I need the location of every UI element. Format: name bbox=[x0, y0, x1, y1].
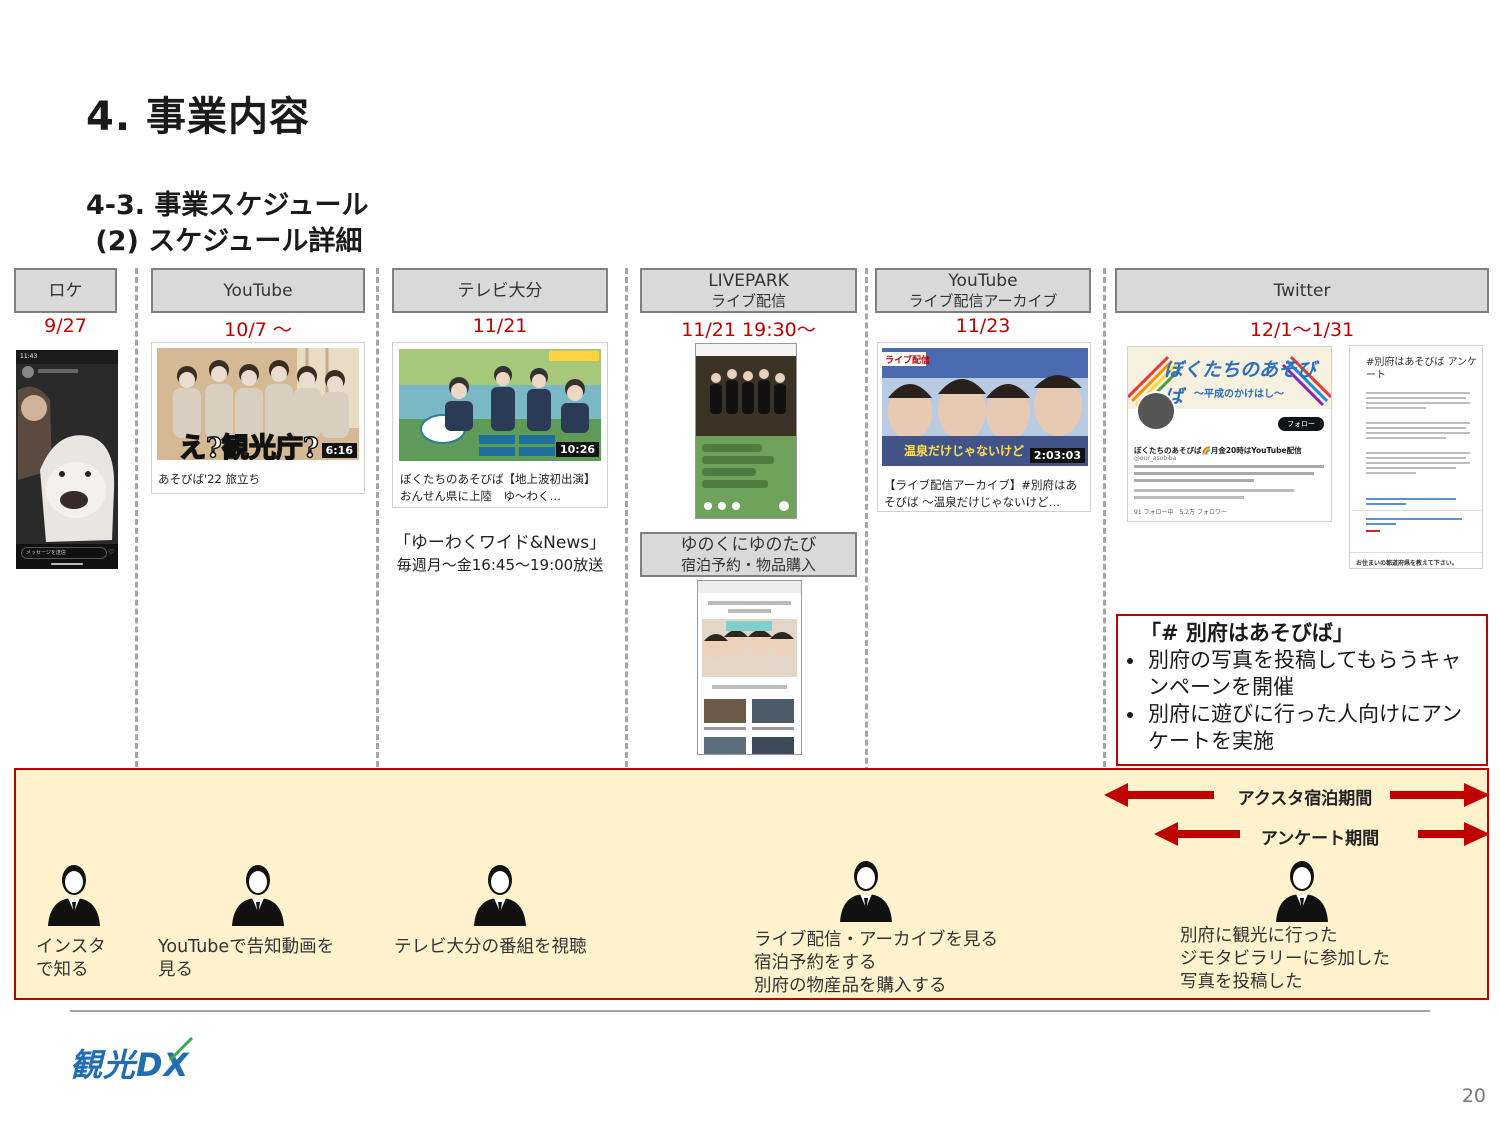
survey-period-label: アンケート期間 bbox=[1240, 824, 1400, 849]
column-header-youtube: YouTube bbox=[151, 268, 365, 313]
person-icon bbox=[46, 860, 102, 926]
survey-question: お住まいの都道府県を教えて下さい。 bbox=[1356, 558, 1481, 567]
survey-form-screenshot: #別府はあそびば アンケート お住まいの都道府県を教えて下さい。 bbox=[1349, 345, 1483, 569]
journey-step-visit: 別府に観光に行った ジモタビラリーに参加した 写真を投稿した bbox=[1180, 925, 1390, 994]
column-header-label: テレビ大分 bbox=[394, 281, 606, 301]
callout-title: 「# 別府はあそびば」 bbox=[1128, 620, 1476, 647]
column-header-label: YouTube bbox=[153, 281, 363, 301]
column-date: 10/7 ～ bbox=[151, 315, 365, 342]
callout-item: 別府に遊びに行った人向けにアンケートを実施 bbox=[1146, 701, 1476, 755]
person-icon bbox=[472, 860, 528, 926]
column-header-label: Twitter bbox=[1117, 281, 1487, 301]
program-note: 「ゆーわくワイド&News」 毎週月～金16:45～19:00放送 bbox=[380, 532, 620, 576]
tv-video-card: 10:26 ぼくたちのあそびば【地上波初出演】おんせん県に上陸 ゆ〜わく… bbox=[392, 342, 608, 508]
video-caption: 【ライブ配信アーカイブ】#別府はあそびば 〜温泉だけじゃないけど… bbox=[884, 477, 1084, 511]
column-header-label: LIVEPARK bbox=[642, 271, 855, 291]
video-duration: 6:16 bbox=[322, 443, 357, 458]
archive-video-card: ライブ配信 温泉だけじゃないけど 2:03:03 【ライブ配信アーカイブ】#別府… bbox=[877, 342, 1091, 512]
column-header-livepark: LIVEPARK ライブ配信 bbox=[640, 268, 857, 313]
column-date: 9/27 bbox=[14, 315, 117, 337]
column-date: 11/21 19:30～ bbox=[640, 315, 857, 342]
survey-title: #別府はあそびば アンケート bbox=[1366, 356, 1478, 382]
booking-site-screenshot bbox=[697, 580, 802, 755]
thumbnail-overlay-text: え?観光庁? bbox=[179, 426, 319, 460]
person-icon bbox=[230, 860, 286, 926]
survey-body-lines bbox=[1352, 386, 1482, 556]
page-title: 4. 事業内容 bbox=[86, 84, 310, 142]
column-header-label: YouTube bbox=[877, 271, 1089, 291]
avatar bbox=[1136, 391, 1176, 431]
subtitle-line-2: (2) スケジュール詳細 bbox=[86, 224, 369, 260]
heart-icon: ♡ bbox=[108, 548, 114, 556]
livepark-screenshot bbox=[695, 343, 797, 519]
journey-step-instagram: インスタ で知る bbox=[36, 936, 106, 982]
stay-period-label: アクスタ宿泊期間 bbox=[1210, 784, 1400, 809]
program-time: 毎週月～金16:45～19:00放送 bbox=[380, 554, 620, 576]
banner-subtitle: 〜平成のかけはし〜 bbox=[1194, 385, 1284, 400]
video-thumbnail: え?観光庁? 6:16 bbox=[157, 348, 359, 460]
survey-divider bbox=[1350, 552, 1482, 553]
callout-list: 別府の写真を投稿してもらうキャンペーンを開催 別府に遊びに行った人向けにアンケー… bbox=[1128, 647, 1476, 755]
video-caption: ぼくたちのあそびば【地上波初出演】おんせん県に上陸 ゆ〜わく… bbox=[400, 471, 600, 505]
journey-step-youtube: YouTubeで告知動画を 見る bbox=[158, 936, 334, 982]
column-date: 11/21 bbox=[392, 315, 608, 337]
column-header-location: ロケ bbox=[14, 268, 117, 313]
column-header-sublabel: ライブ配信アーカイブ bbox=[877, 291, 1089, 311]
video-thumbnail: 10:26 bbox=[399, 349, 601, 461]
kanko-dx-logo: 観光DX bbox=[70, 1040, 189, 1086]
profile-bio-lines bbox=[1134, 465, 1329, 505]
journey-step-tv: テレビ大分の番組を視聴 bbox=[394, 936, 587, 959]
footer-rule bbox=[70, 1010, 1430, 1012]
home-indicator bbox=[51, 563, 83, 565]
column-header-sublabel: 宿泊予約・物品購入 bbox=[642, 555, 855, 575]
journey-step-live: ライブ配信・アーカイブを見る 宿泊予約をする 別府の物産品を購入する bbox=[754, 929, 998, 998]
callout-item: 別府の写真を投稿してもらうキャンペーンを開催 bbox=[1146, 647, 1476, 701]
column-date: 12/1～1/31 bbox=[1115, 315, 1489, 342]
page-number: 20 bbox=[1440, 1085, 1486, 1107]
video-caption: あそびば'22 旅立ち bbox=[158, 471, 358, 488]
person-icon bbox=[1274, 856, 1330, 922]
message-input: メッセージを送信 bbox=[21, 547, 107, 559]
booking-site-page bbox=[698, 581, 801, 754]
banner-title: ぼくたちのあそびば bbox=[1164, 355, 1331, 409]
video-duration: 2:03:03 bbox=[1030, 448, 1085, 463]
profile-stats: 91 フォロー中 5.2万 フォロワー bbox=[1134, 507, 1227, 516]
live-badge: ライブ配信 bbox=[885, 353, 930, 366]
logo-mark bbox=[166, 1034, 196, 1064]
column-divider bbox=[865, 268, 868, 773]
bulldog-photo bbox=[16, 350, 118, 569]
video-thumbnail: ライブ配信 温泉だけじゃないけど 2:03:03 bbox=[882, 348, 1088, 466]
column-header-twitter: Twitter bbox=[1115, 268, 1489, 313]
column-header-sublabel: ライブ配信 bbox=[642, 291, 855, 311]
column-header-label: ゆのくにゆのたび bbox=[642, 535, 855, 555]
follow-button[interactable]: フォロー bbox=[1278, 417, 1324, 431]
campaign-callout: 「# 別府はあそびば」 別府の写真を投稿してもらうキャンペーンを開催 別府に遊び… bbox=[1116, 614, 1488, 766]
column-header-archive: YouTube ライブ配信アーカイブ bbox=[875, 268, 1091, 313]
program-title: 「ゆーわくワイド&News」 bbox=[380, 532, 620, 554]
instagram-screenshot: 11:43 メッセージを送信 ♡ bbox=[16, 350, 118, 569]
video-duration: 10:26 bbox=[556, 442, 599, 457]
profile-handle: @our_asobiba bbox=[1134, 455, 1176, 462]
live-stream-screen bbox=[696, 344, 796, 518]
thumbnail-overlay-text: 温泉だけじゃないけど bbox=[904, 442, 1024, 459]
twitter-profile-card: ぼくたちのあそびば 〜平成のかけはし〜 フォロー ぼくたちのあそびば🌈月金20時… bbox=[1127, 346, 1332, 522]
subtitle-line-1: 4-3. 事業スケジュール bbox=[86, 188, 369, 224]
person-icon bbox=[838, 856, 894, 922]
youtube-video-card: え?観光庁? 6:16 あそびば'22 旅立ち bbox=[151, 342, 365, 494]
column-header-tv: テレビ大分 bbox=[392, 268, 608, 313]
section-subtitle: 4-3. 事業スケジュール (2) スケジュール詳細 bbox=[86, 188, 369, 260]
column-date: 11/23 bbox=[875, 315, 1091, 337]
column-header-label: ロケ bbox=[16, 281, 115, 301]
column-header-yunokuni: ゆのくにゆのたび 宿泊予約・物品購入 bbox=[640, 532, 857, 577]
